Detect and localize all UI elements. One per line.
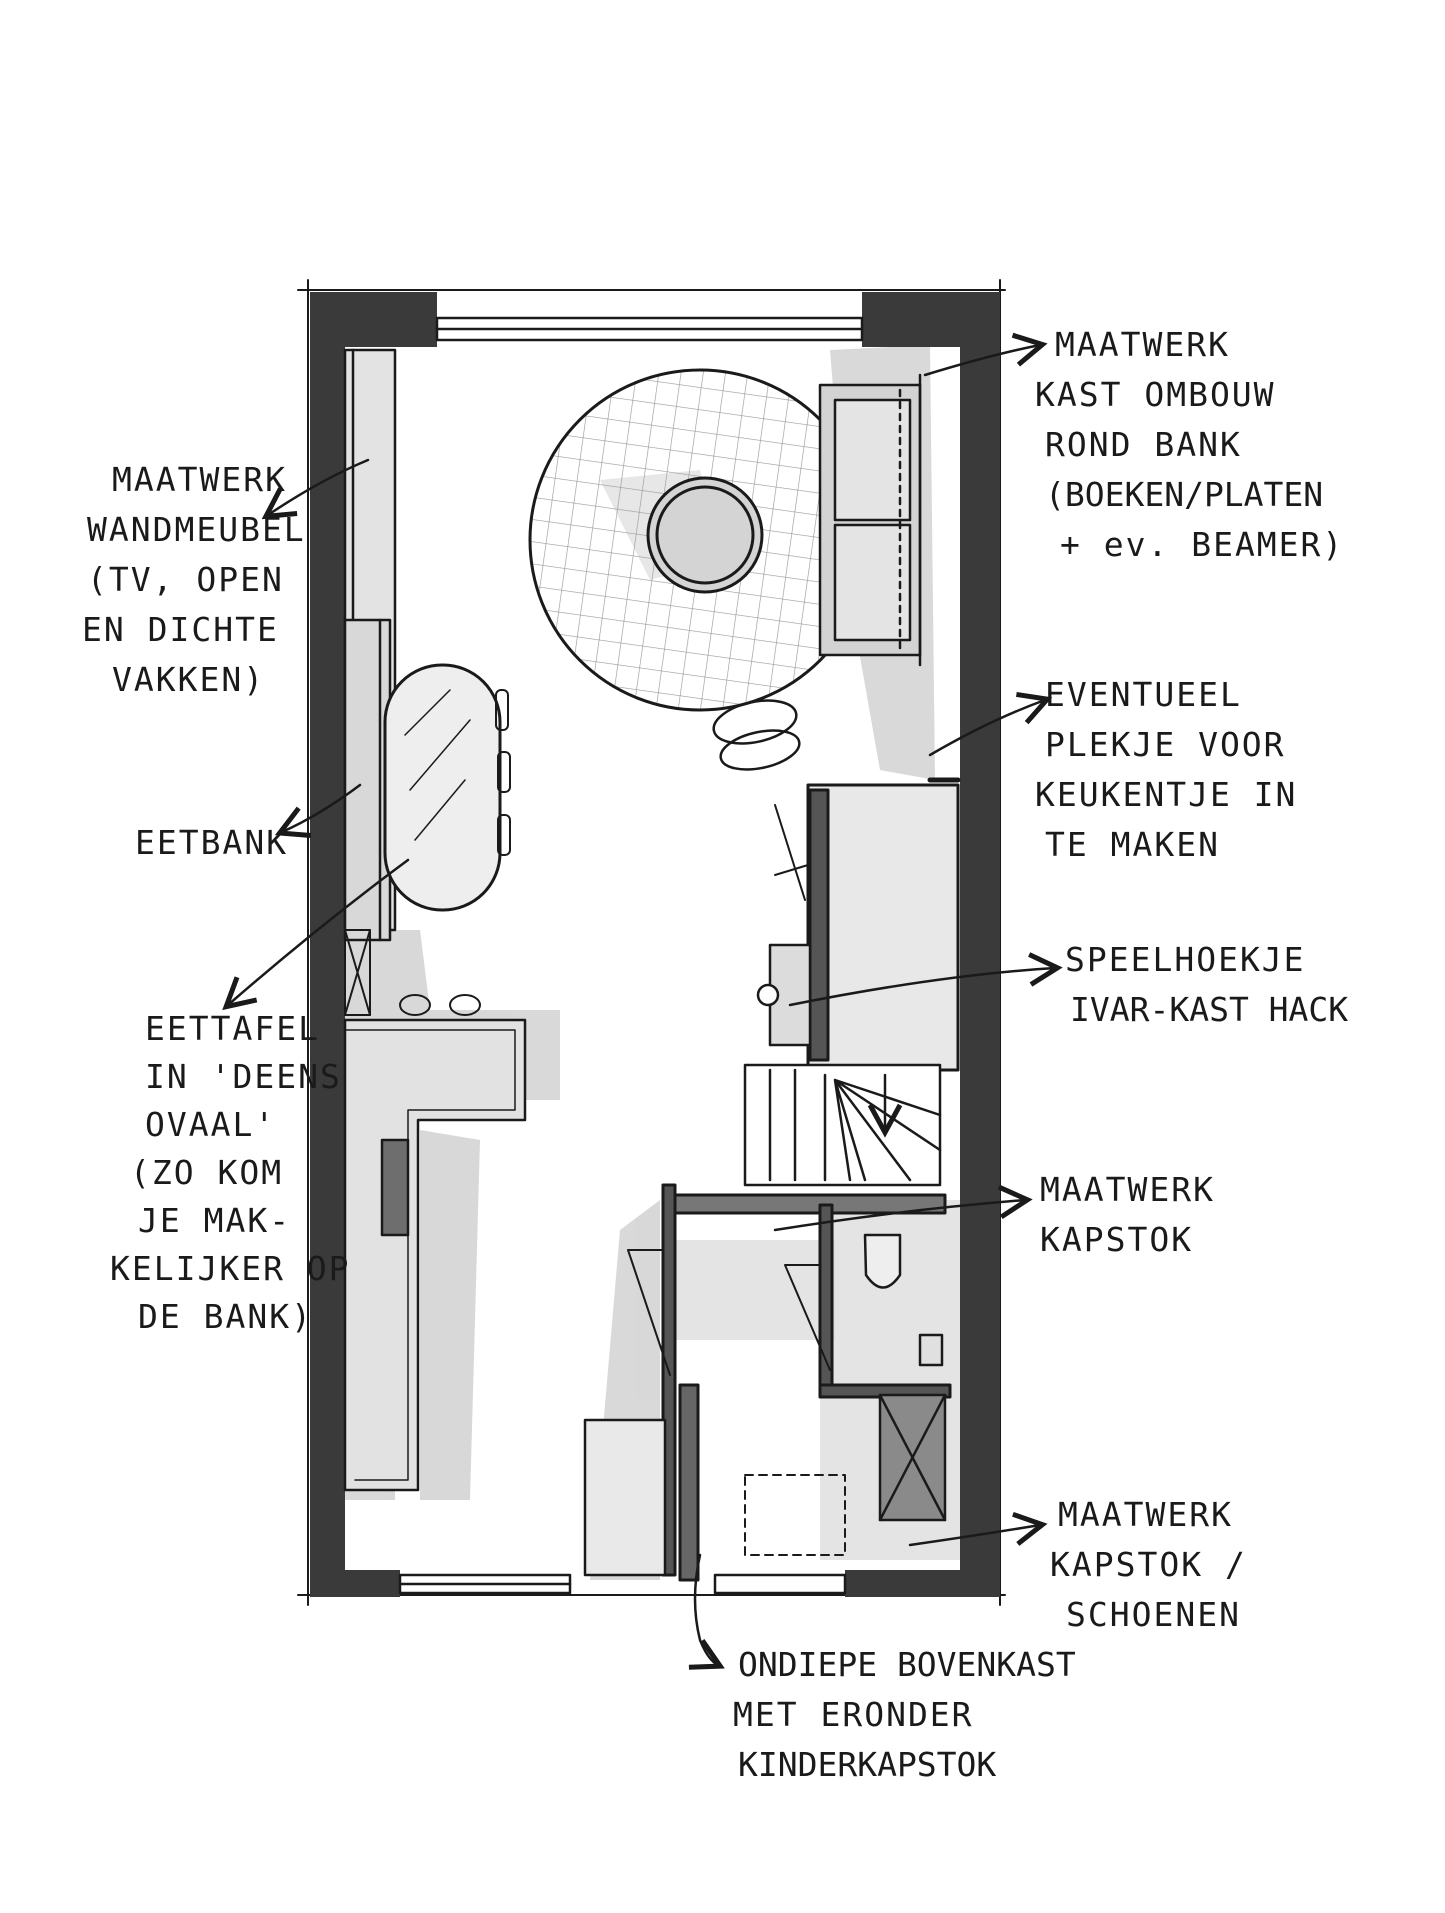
label-kast-ombouw: MAATWERK KAST OMBOUW ROND BANK (BOEKEN/P…	[1035, 325, 1345, 564]
label-kapstok: MAATWERK KAPSTOK	[1040, 1170, 1215, 1259]
label-speelhoekje: SPEELHOEKJE IVAR-KAST HACK	[1065, 940, 1349, 1029]
staircase	[743, 1063, 942, 1187]
round-coffee-table	[646, 476, 764, 594]
dining-bench	[343, 618, 392, 942]
dining-chairs	[495, 689, 511, 856]
label-kapstok-schoenen: MAATWERK KAPSTOK / SCHOENEN	[1050, 1495, 1247, 1634]
play-corner-cabinet	[756, 804, 812, 1047]
label-eetbank: EETBANK	[135, 823, 289, 862]
window-top	[435, 316, 864, 342]
label-keukentje: EVENTUEEL PLEKJE VOOR KEUKENTJE IN TE MA…	[1035, 675, 1298, 864]
label-wandmeubel: MAATWERK WANDMEUBEL (TV, OPEN EN DICHTE …	[82, 460, 306, 699]
low-cabinet	[583, 1418, 667, 1577]
toilet	[863, 1233, 944, 1367]
kitchen-counter	[343, 1018, 527, 1492]
doors	[627, 864, 831, 1376]
label-bovenkast: ONDIEPE BOVENKAST MET ERONDER KINDERKAPS…	[733, 1645, 1076, 1784]
interior-walls	[806, 777, 961, 1072]
pouf	[712, 699, 801, 771]
label-eettafel: EETTAFEL IN 'DEENS OVAAL' (ZO KOM JE MAK…	[110, 1009, 351, 1336]
oval-dining-table	[383, 663, 502, 912]
coat-closet	[878, 1393, 947, 1522]
doormat	[744, 1474, 846, 1556]
sofa	[818, 373, 922, 667]
